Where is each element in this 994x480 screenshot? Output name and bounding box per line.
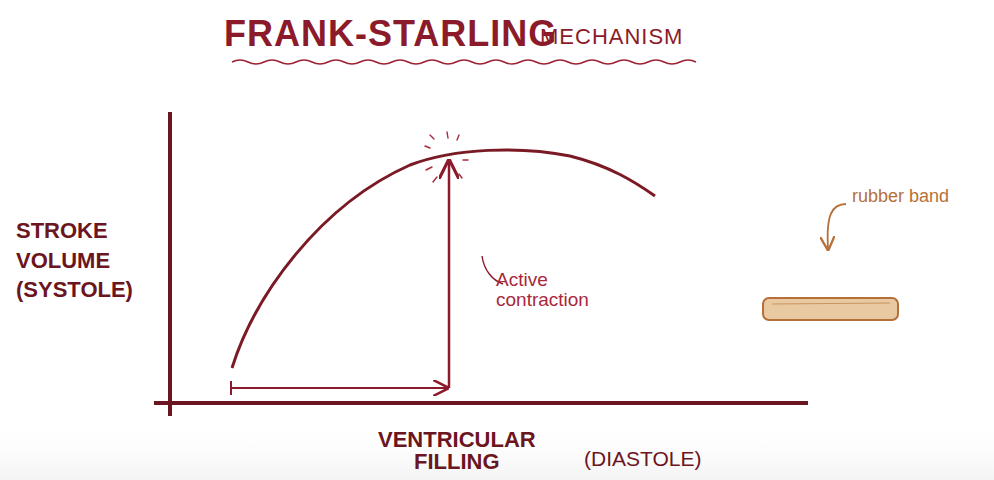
x-axis <box>154 401 808 405</box>
title-underline <box>232 60 696 64</box>
rubber-band <box>763 298 898 320</box>
x-axis-label: VENTRICULAR FILLING <box>378 429 536 473</box>
contraction-arrow <box>448 163 451 388</box>
subtitle: MECHANISM <box>540 24 683 50</box>
filling-arrow <box>231 387 446 389</box>
annotation-label: Active contraction <box>496 270 589 310</box>
leader-arrow <box>828 204 846 248</box>
x-axis-note: (DIASTOLE) <box>584 446 701 471</box>
title: FRANK-STARLING <box>224 12 557 55</box>
bottom-fade <box>0 420 994 480</box>
peak-sparkle <box>425 132 468 182</box>
y-axis <box>168 112 172 416</box>
annotation-label: rubber band <box>852 186 949 208</box>
rubber-band-highlight <box>772 303 890 304</box>
y-axis-label: STROKE VOLUME (SYSTOLE) <box>16 216 133 305</box>
starling-curve <box>232 150 655 368</box>
